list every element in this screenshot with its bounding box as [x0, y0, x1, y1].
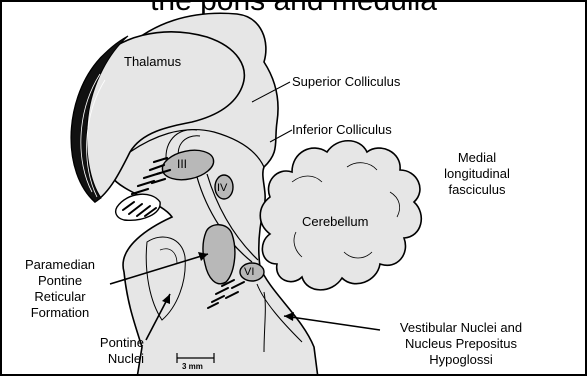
label-pprf: Paramedian Pontine Reticular Formation	[10, 257, 110, 321]
label-mlf: Medial longitudinal fasciculus	[417, 150, 537, 198]
label-vestibular: Vestibular Nuclei and Nucleus Prepositus…	[376, 320, 546, 368]
label-nucleus-iii: III	[177, 156, 187, 172]
label-inferior-colliculus: Inferior Colliculus	[292, 122, 392, 138]
label-superior-colliculus: Superior Colliculus	[292, 74, 400, 90]
label-thalamus: Thalamus	[124, 54, 181, 70]
label-cerebellum: Cerebellum	[302, 214, 368, 230]
label-nucleus-iv: IV	[217, 180, 227, 196]
label-pontine-nuclei: Pontine Nuclei	[82, 335, 144, 367]
label-scale: 3 mm	[182, 362, 203, 372]
label-nucleus-vi: VI	[244, 264, 254, 280]
